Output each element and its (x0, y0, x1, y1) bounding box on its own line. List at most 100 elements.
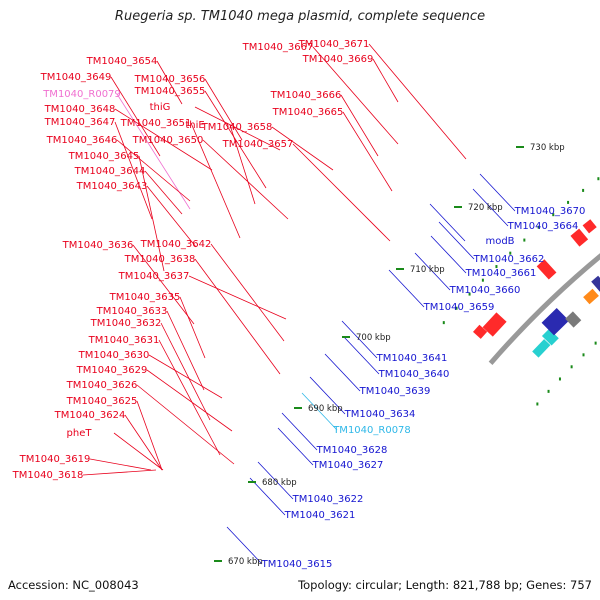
tick-dot (547, 389, 550, 393)
leader-line (340, 94, 379, 157)
leader-line (277, 427, 314, 466)
gene-label: TM1040_3625 (66, 396, 138, 407)
leader-line (194, 258, 281, 375)
tick-dot (536, 402, 539, 406)
kbp-label: 690 kbp (308, 404, 343, 414)
leader-line (144, 170, 183, 215)
leader-line (341, 320, 378, 359)
kbp-label: 670 kbp (228, 557, 263, 567)
leader-line (89, 458, 152, 471)
gene-label: TM1040_R0079 (42, 89, 121, 100)
kbp-label: 720 kbp (468, 203, 503, 213)
gene-label: TM1040_3627 (312, 460, 384, 471)
leader-line (309, 376, 346, 415)
gene-feature (591, 275, 600, 295)
leader-line (388, 269, 425, 308)
leader-line (114, 121, 153, 220)
leader-line (116, 139, 191, 202)
leader-line (179, 296, 206, 359)
leader-line (166, 310, 205, 391)
leader-line (210, 243, 285, 342)
gene-feature (532, 339, 551, 358)
leader-line (342, 111, 393, 192)
tick-dot (558, 377, 561, 381)
gene-label: TM1040_R0078 (332, 425, 411, 436)
gene-label: TM1040_3626 (66, 380, 138, 391)
tick-dot (509, 251, 512, 255)
gene-label: TM1040_3657 (222, 139, 294, 150)
tick-dot (537, 225, 540, 229)
gene-label: TM1040_3622 (292, 494, 364, 505)
gene-label: TM1040_3648 (44, 104, 116, 115)
tick-dot (582, 353, 585, 357)
gene-label: TM1040_3658 (201, 122, 273, 133)
leader-line (156, 60, 183, 105)
gene-label: thiG (150, 102, 171, 113)
gene-label: TM1040_3630 (78, 350, 150, 361)
leader-line (132, 244, 195, 325)
tick-dot (567, 200, 570, 204)
leader-line (271, 126, 334, 171)
gene-label: thiE (185, 120, 204, 131)
gene-label: TM1040_3649 (40, 72, 112, 83)
leader-line (301, 392, 338, 431)
leader-line (160, 322, 211, 421)
leader-line (114, 108, 213, 171)
tick-dot (455, 306, 458, 310)
gene-label: TM1040_3646 (46, 135, 118, 146)
leader-line (324, 353, 361, 392)
leader-line (124, 414, 163, 471)
gene-label: TM1040_3631 (88, 335, 160, 346)
gene-label: TM1040_3629 (76, 365, 148, 376)
gene-label: TM1040_3662 (473, 254, 545, 265)
leader-line (204, 78, 243, 141)
map-title: Ruegeria sp. TM1040 mega plasmid, comple… (114, 9, 486, 24)
gene-feature (570, 228, 589, 247)
gene-label: TM1040_3644 (74, 166, 146, 177)
gene-label: TM1040_3659 (423, 302, 495, 313)
gene-label: TM1040_3671 (298, 39, 370, 50)
leader-line (281, 412, 318, 451)
leader-line (414, 252, 451, 291)
gene-label: TM1040_3655 (134, 86, 206, 97)
gene-label: TM1040_3666 (270, 90, 342, 101)
gene-label: modB (485, 236, 514, 247)
gene-label: TM1040_3647 (44, 117, 116, 128)
tick-dot (552, 213, 555, 217)
leader-line (190, 122, 241, 239)
tick-dots (442, 177, 600, 406)
tick-dot (582, 188, 585, 192)
leader-line (312, 46, 399, 145)
gene-label: TM1040_3645 (68, 151, 140, 162)
leader-line (136, 400, 163, 471)
leader-line (158, 339, 221, 456)
kbp-label: 680 kbp (262, 478, 297, 488)
gene-label: TM1040_3651 (120, 118, 192, 129)
gene-feature (541, 328, 559, 346)
tick-dot (468, 292, 471, 296)
gene-label: TM1040_3664 (507, 221, 579, 232)
kbp-label: 710 kbp (410, 265, 445, 275)
leader-line (202, 139, 289, 220)
leader-line (110, 76, 161, 157)
leader-line (136, 384, 235, 465)
gene-feature (482, 312, 507, 337)
leader-line (249, 477, 286, 516)
gene-label: TM1040_3641 (376, 353, 448, 364)
gene-label: TM1040_3643 (76, 181, 148, 192)
gene-feature (472, 324, 488, 339)
gene-label: TM1040_3661 (465, 268, 537, 279)
leader-line (146, 369, 233, 432)
leader-line (368, 43, 467, 160)
leader-line (430, 235, 467, 274)
gene-label: TM1040_3628 (316, 445, 388, 456)
gene-feature (582, 219, 597, 234)
gene-labels: TM1040_3654TM1040_3656TM1040_3649TM1040_… (12, 39, 586, 570)
gene-features (472, 219, 600, 358)
gene-label: TM1040_3669 (302, 54, 374, 65)
gene-feature (565, 311, 582, 328)
gene-label: pheT (67, 428, 93, 439)
